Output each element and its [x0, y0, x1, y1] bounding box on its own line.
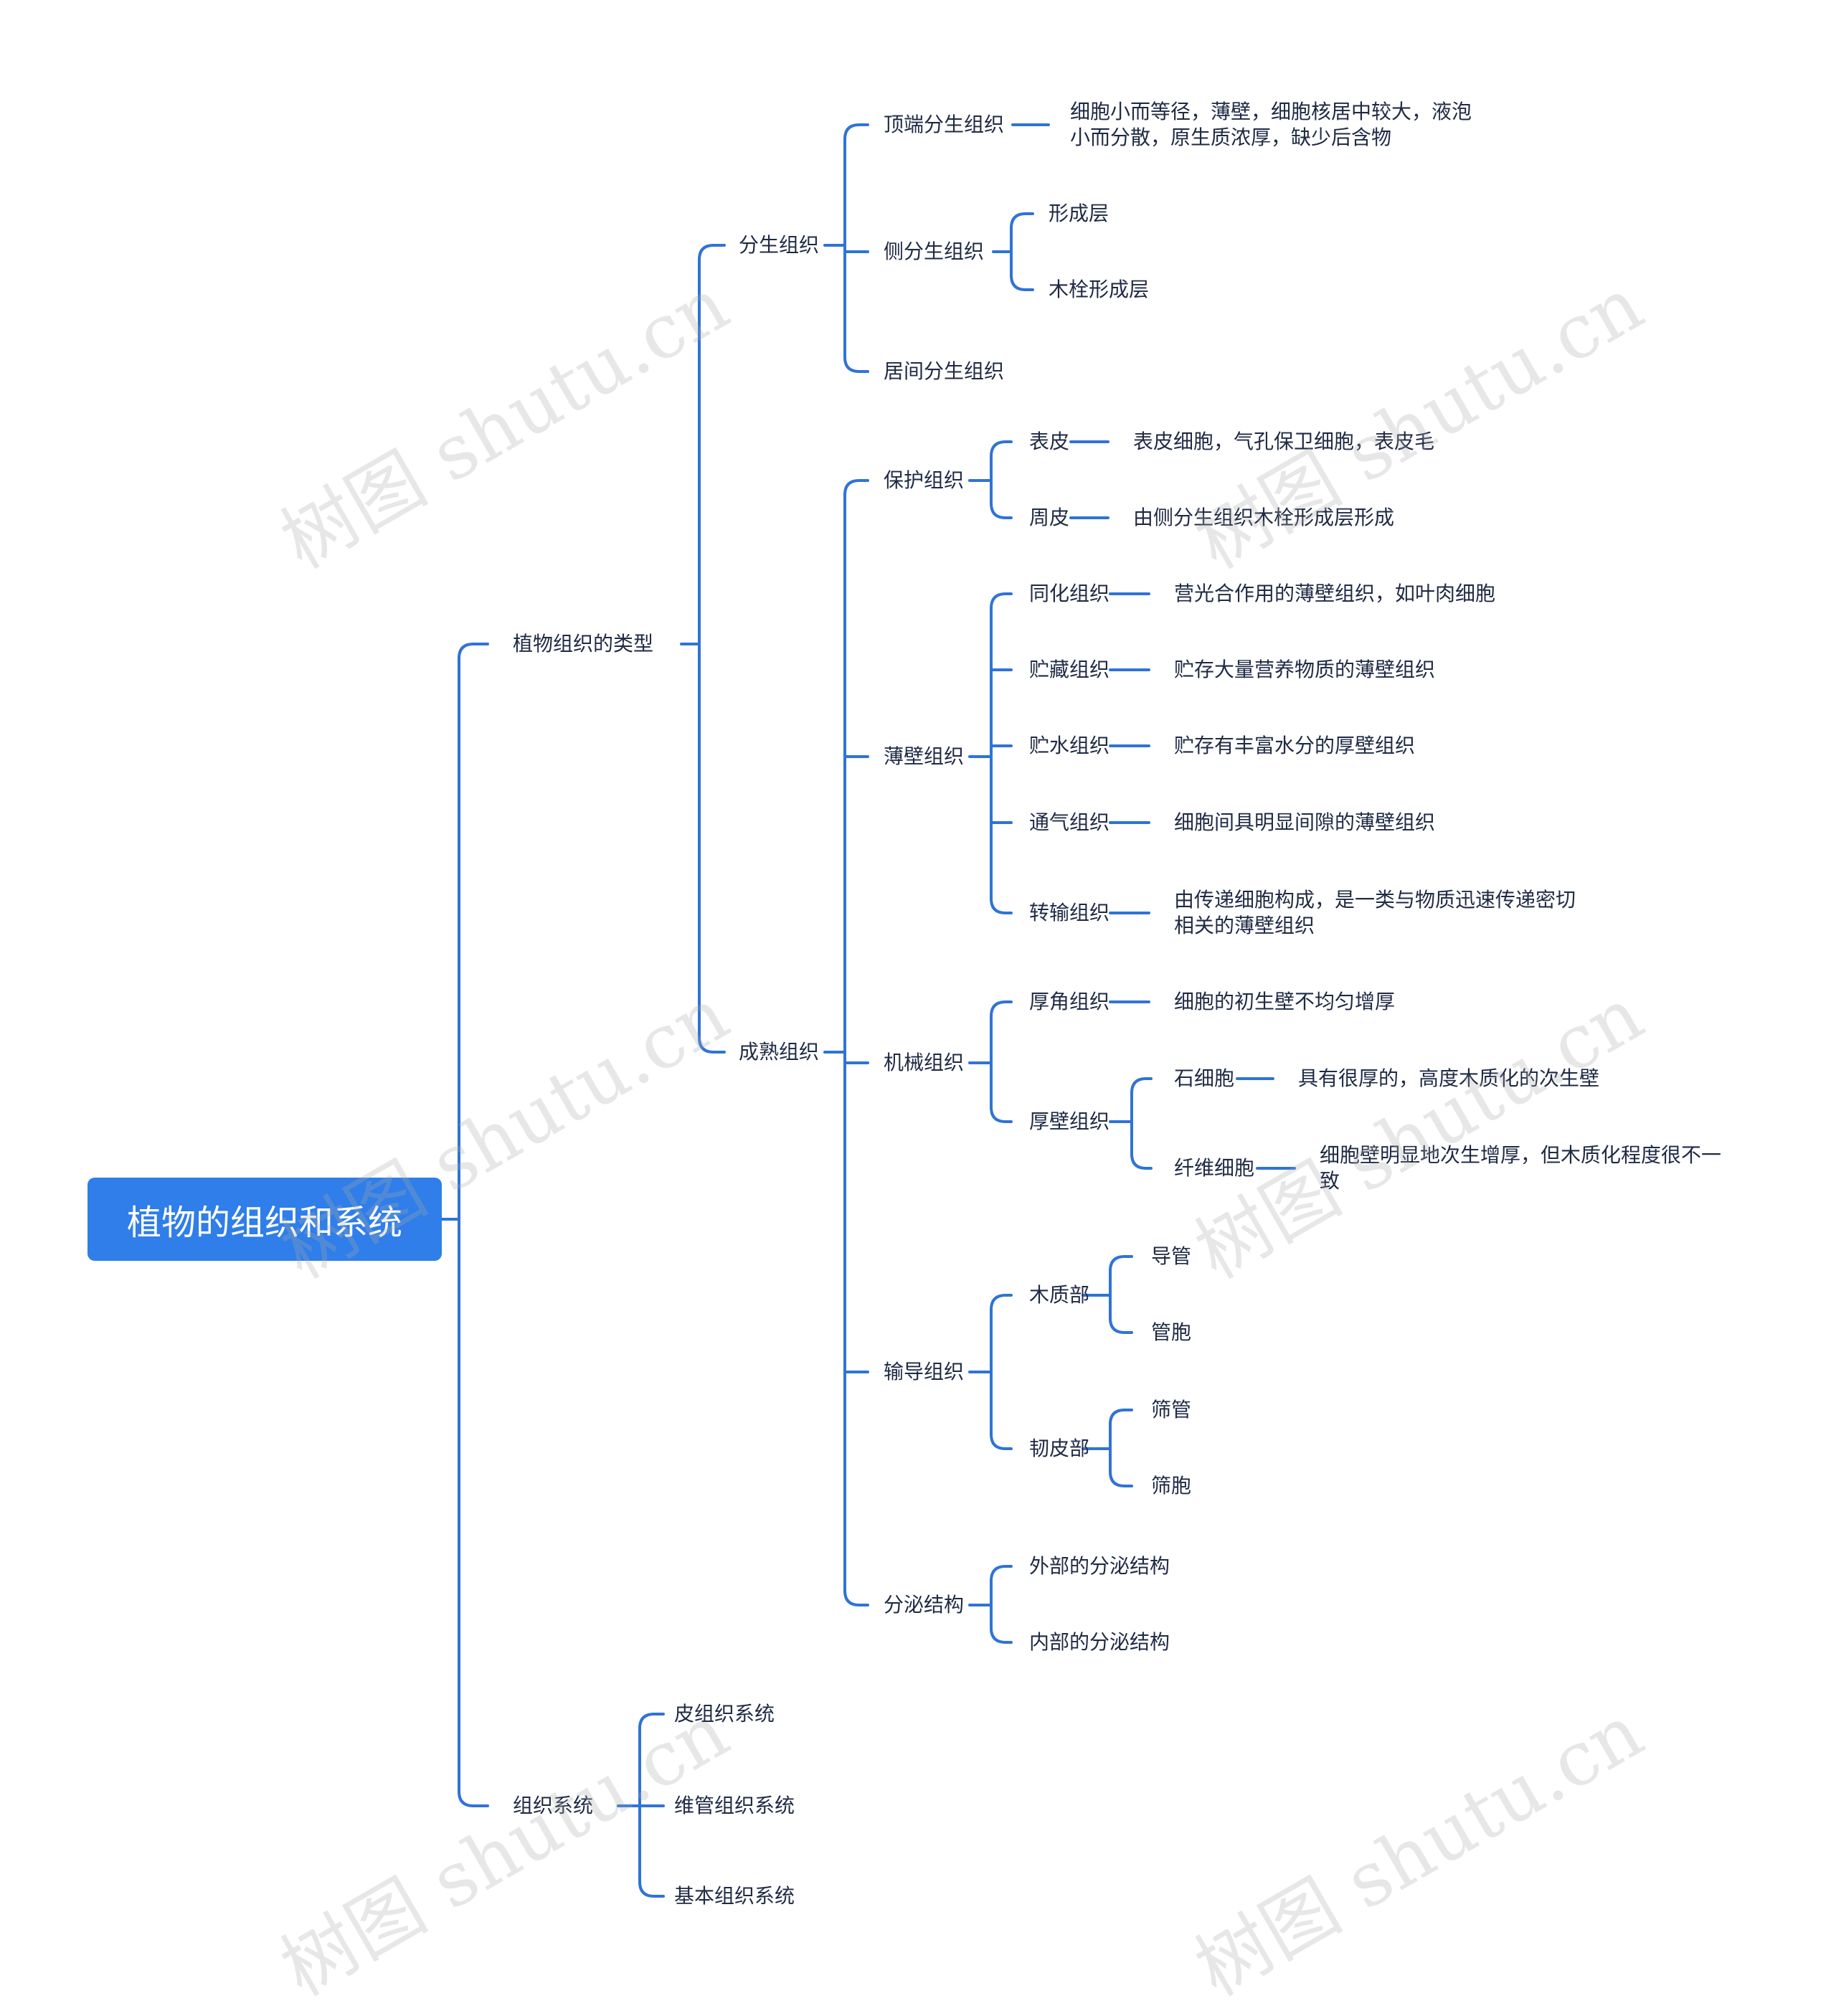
- node-sieve-cell[interactable]: 筛胞: [1151, 1474, 1192, 1497]
- fiber-desc-line1: 细胞壁明显地次生增厚，但木质化程度很不一: [1320, 1143, 1722, 1167]
- node-meristem[interactable]: 分生组织: [739, 233, 820, 257]
- node-secretory[interactable]: 分泌结构: [884, 1593, 965, 1617]
- fiber-desc-line2: 致: [1320, 1169, 1340, 1193]
- node-fiber[interactable]: 纤维细胞: [1174, 1156, 1255, 1180]
- node-dermal-system[interactable]: 皮组织系统: [674, 1702, 775, 1726]
- node-vascular-system[interactable]: 维管组织系统: [674, 1794, 795, 1817]
- node-conducting[interactable]: 输导组织: [884, 1360, 965, 1383]
- node-types[interactable]: 植物组织的类型: [513, 632, 654, 656]
- node-phloem[interactable]: 韧皮部: [1029, 1437, 1090, 1460]
- node-apical[interactable]: 顶端分生组织: [884, 113, 1005, 136]
- node-storage[interactable]: 贮藏组织: [1029, 658, 1110, 681]
- node-mechanical[interactable]: 机械组织: [884, 1051, 965, 1074]
- apical-desc-line2: 小而分散，原生质浓厚，缺少后含物: [1070, 126, 1392, 149]
- node-cambium[interactable]: 形成层: [1049, 202, 1109, 225]
- assim-desc: 营光合作用的薄壁组织，如叶肉细胞: [1174, 582, 1496, 605]
- storage-desc: 贮存大量营养物质的薄壁组织: [1174, 658, 1436, 681]
- node-vessel[interactable]: 导管: [1151, 1244, 1192, 1268]
- node-intercalary[interactable]: 居间分生组织: [884, 359, 1005, 383]
- collen-desc: 细胞的初生壁不均匀增厚: [1174, 990, 1396, 1013]
- water-desc: 贮存有丰富水分的厚壁组织: [1174, 734, 1416, 757]
- node-transfer[interactable]: 转输组织: [1029, 901, 1110, 924]
- root-node[interactable]: 植物的组织和系统: [87, 1178, 442, 1261]
- node-ground-system[interactable]: 基本组织系统: [674, 1884, 795, 1908]
- sclereid-desc: 具有很厚的，高度木质化的次生壁: [1298, 1066, 1600, 1090]
- node-lateral[interactable]: 侧分生组织: [884, 240, 985, 263]
- node-ext-secretory[interactable]: 外部的分泌结构: [1029, 1554, 1170, 1578]
- node-tissue-system[interactable]: 组织系统: [513, 1794, 594, 1817]
- aeren-desc: 细胞间具明显间隙的薄壁组织: [1174, 810, 1436, 834]
- node-parenchyma[interactable]: 薄壁组织: [884, 744, 965, 768]
- node-periderm[interactable]: 周皮: [1029, 506, 1070, 529]
- node-assim[interactable]: 同化组织: [1029, 582, 1110, 605]
- node-xylem[interactable]: 木质部: [1029, 1283, 1090, 1307]
- transfer-desc-line1: 由传递细胞构成，是一类与物质迅速传递密切: [1174, 888, 1576, 912]
- node-int-secretory[interactable]: 内部的分泌结构: [1029, 1630, 1170, 1654]
- node-tracheid[interactable]: 管胞: [1151, 1320, 1192, 1344]
- node-mature[interactable]: 成熟组织: [739, 1040, 820, 1064]
- node-scleren[interactable]: 厚壁组织: [1029, 1109, 1110, 1133]
- node-protective[interactable]: 保护组织: [884, 468, 965, 492]
- node-sieve-tube[interactable]: 筛管: [1151, 1398, 1192, 1421]
- apical-desc-line1: 细胞小而等径，薄壁，细胞核居中较大，液泡: [1070, 100, 1472, 123]
- transfer-desc-line2: 相关的薄壁组织: [1174, 914, 1315, 937]
- periderm-desc: 由侧分生组织木栓形成层形成: [1133, 506, 1395, 529]
- node-collen[interactable]: 厚角组织: [1029, 990, 1110, 1013]
- epidermis-desc: 表皮细胞，气孔保卫细胞，表皮毛: [1133, 430, 1435, 453]
- node-water[interactable]: 贮水组织: [1029, 734, 1110, 757]
- node-aeren[interactable]: 通气组织: [1029, 810, 1110, 834]
- node-cork-cambium[interactable]: 木栓形成层: [1049, 278, 1150, 301]
- node-epidermis[interactable]: 表皮: [1029, 430, 1070, 453]
- node-sclereid[interactable]: 石细胞: [1174, 1066, 1235, 1090]
